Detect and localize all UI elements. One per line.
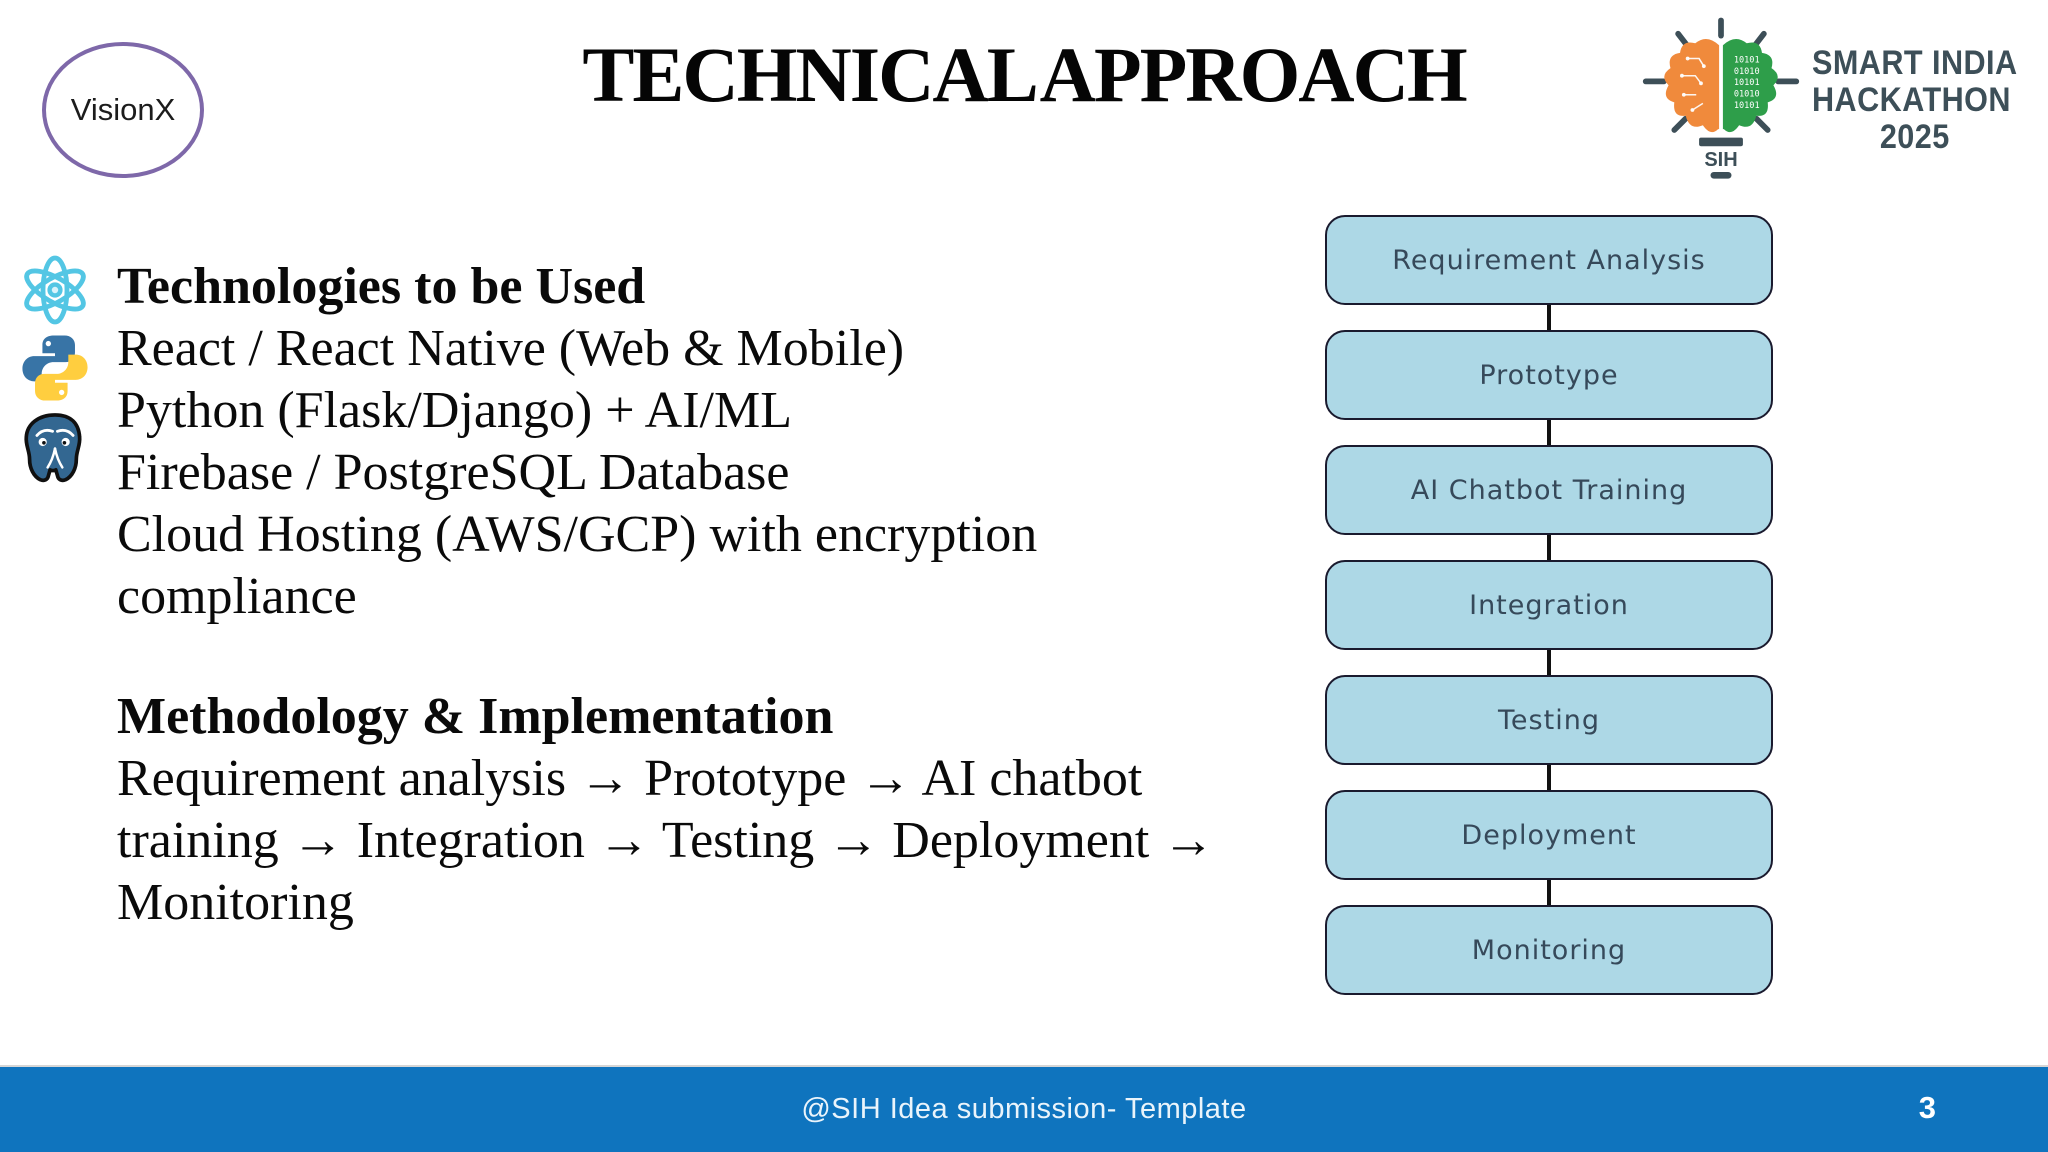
- visionx-label: VisionX: [70, 92, 176, 127]
- svg-text:01010: 01010: [1734, 67, 1760, 77]
- binary-code-text: 10101 01010 10101 01010 10101: [1734, 55, 1760, 111]
- svg-text:10101: 10101: [1734, 78, 1760, 88]
- tech-line: Cloud Hosting (AWS/GCP) with encryption: [117, 506, 1038, 563]
- technologies-heading: Technologies to be Used: [117, 258, 646, 315]
- flowchart-connector: [1547, 650, 1551, 675]
- methodology-line: Monitoring: [117, 874, 354, 931]
- flowchart-connector: [1547, 420, 1551, 445]
- flowchart-step-prototype: Prototype: [1325, 330, 1773, 420]
- methodology-line: training → Integration → Testing → Deplo…: [117, 812, 1215, 869]
- flowchart-connector: [1547, 535, 1551, 560]
- svg-text:01010: 01010: [1734, 90, 1760, 100]
- postgresql-icon: [24, 413, 82, 483]
- tech-line: React / React Native (Web & Mobile): [117, 320, 905, 377]
- flowchart-step-ai-chatbot-training: AI Chatbot Training: [1325, 445, 1773, 535]
- sih-wordmark-line2: HACKATHON: [1812, 80, 2011, 119]
- tech-line: Python (Flask/Django) + AI/ML: [117, 382, 792, 439]
- footer-text: @SIH Idea submission- Template: [801, 1093, 1247, 1125]
- flowchart-step-integration: Integration: [1325, 560, 1773, 650]
- flowchart-step-deployment: Deployment: [1325, 790, 1773, 880]
- flowchart-step-testing: Testing: [1325, 675, 1773, 765]
- sih-wordmark: SMART INDIA HACKATHON 2025: [1812, 43, 2018, 156]
- sih-bulb-label: SIH: [1704, 149, 1737, 171]
- flowchart-step-requirement-analysis: Requirement Analysis: [1325, 215, 1773, 305]
- brain-right-green: [1722, 38, 1778, 133]
- footer-bar: @SIH Idea submission- Template 3: [0, 1067, 2048, 1152]
- process-flowchart: Requirement Analysis Prototype AI Chatbo…: [1325, 215, 1773, 995]
- tech-line: Firebase / PostgreSQL Database: [117, 444, 790, 501]
- sih-bulb-brain-icon: 10101 01010 10101 01010 10101 SIH: [1642, 17, 1800, 179]
- sih-wordmark-line1: SMART INDIA: [1812, 43, 2018, 82]
- page-title: TECHNICAL APPROACH: [582, 31, 1467, 118]
- python-icon: [22, 335, 88, 401]
- technologies-section: Technologies to be Used React / React Na…: [117, 256, 1037, 628]
- methodology-line: Requirement analysis → Prototype → AI ch…: [117, 750, 1143, 807]
- methodology-heading: Methodology & Implementation: [117, 688, 834, 745]
- flowchart-connector: [1547, 305, 1551, 330]
- flowchart-connector: [1547, 880, 1551, 905]
- sih-wordmark-line3: 2025: [1879, 117, 1950, 156]
- svg-text:10101: 10101: [1734, 101, 1760, 111]
- brain-left-orange: [1664, 38, 1720, 133]
- sih-logo: 10101 01010 10101 01010 10101 SIH SMART …: [1640, 6, 2022, 194]
- flowchart-connector: [1547, 765, 1551, 790]
- flowchart-step-monitoring: Monitoring: [1325, 905, 1773, 995]
- circuit-lines: [1681, 57, 1705, 111]
- react-icon: [24, 255, 86, 325]
- methodology-section: Methodology & Implementation Requirement…: [117, 686, 1214, 934]
- svg-text:10101: 10101: [1734, 55, 1760, 65]
- tech-line: compliance: [117, 568, 357, 625]
- footer-divider: [0, 1065, 2048, 1067]
- visionx-badge: VisionX: [42, 42, 204, 178]
- page-number: 3: [1918, 1089, 1936, 1125]
